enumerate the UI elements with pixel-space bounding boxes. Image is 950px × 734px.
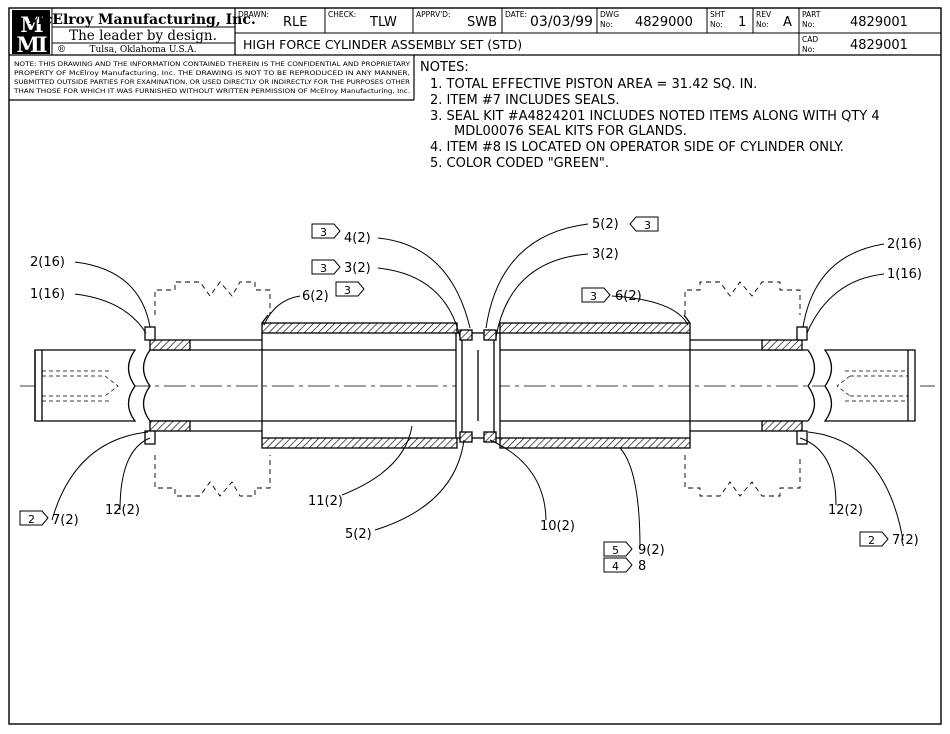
notes-heading: NOTES: <box>420 60 469 75</box>
flag-number: 3 <box>320 226 327 239</box>
title-fields: DRAWN: RLE CHECK: TLW APPRV'D: SWB DATE:… <box>238 10 908 54</box>
confidential-line: PROPERTY OF McElroy Manufacturing, Inc. … <box>14 70 410 77</box>
note-line: MDL00076 SEAL KITS FOR GLANDS. <box>454 124 687 139</box>
callout-11-2: 11(2) <box>308 494 343 509</box>
apprvd-value: SWB <box>467 15 497 30</box>
confidential-line: THAN THOSE FOR WHICH IT WAS FURNISHED WI… <box>13 88 410 95</box>
callout-3-2-left: 3(2) <box>344 261 371 276</box>
flag-marker <box>311 223 341 239</box>
drawn-value: RLE <box>283 15 308 30</box>
confidential-note: NOTE: THIS DRAWING AND THE INFORMATION C… <box>13 61 411 95</box>
sht-label-1: SHT <box>710 10 725 19</box>
flag-number: 2 <box>28 513 35 526</box>
note-line: 5. COLOR CODED "GREEN". <box>430 156 609 171</box>
piston-rod <box>142 349 816 422</box>
flag-marker <box>859 531 889 547</box>
flag-number: 2 <box>868 534 875 547</box>
flag-marker <box>19 510 49 526</box>
check-value: TLW <box>369 15 397 30</box>
callout-7-2-left: 7(2) <box>52 513 79 528</box>
dwg-label-1: DWG <box>600 10 619 19</box>
callout-5-2-bottom: 5(2) <box>345 527 372 542</box>
cylinder-drawing <box>20 281 935 497</box>
flag-marker <box>603 541 633 557</box>
flag-number: 4 <box>612 560 619 573</box>
callout-12-2-right: 12(2) <box>828 503 863 518</box>
check-label: CHECK: <box>328 10 356 19</box>
note-line: 3. SEAL KIT #A4824201 INCLUDES NOTED ITE… <box>430 109 880 124</box>
callout-1-16-left: 1(16) <box>30 287 65 302</box>
rev-value: A <box>783 15 792 30</box>
flag-marker <box>603 557 633 573</box>
part-value: 4829001 <box>850 15 908 30</box>
svg-text:MI: MI <box>16 32 46 57</box>
cad-value: 4829001 <box>850 38 908 53</box>
callout-7-2-right: 7(2) <box>892 533 919 548</box>
company-location: Tulsa, Oklahoma U.S.A. <box>89 45 196 55</box>
callout-8: 8 <box>638 559 646 574</box>
dwg-label-2: No: <box>600 20 613 29</box>
mmi-logo: M MI <box>12 10 50 57</box>
registered-mark: ® <box>57 45 66 55</box>
part-label-2: No: <box>802 20 815 29</box>
confidential-line: SUBMITTED OUTSIDE PARTIES FOR EXAMINATIO… <box>14 79 411 86</box>
date-label: DATE: <box>505 10 527 19</box>
callout-12-2-left: 12(2) <box>105 503 140 518</box>
rod-end-left <box>34 349 137 422</box>
callout-labels: 3 3 3 3 3 2 5 4 2 2(16) 1(16) 6(2) 4(2) … <box>19 216 922 574</box>
cad-label-1: CAD <box>802 35 818 44</box>
rev-label-1: REV <box>756 10 772 19</box>
sht-value: 1 <box>738 15 746 30</box>
company-tagline: The leader by design. <box>69 28 217 44</box>
flag-number: 5 <box>612 544 619 557</box>
callout-9-2: 9(2) <box>638 543 665 558</box>
flag-number: 3 <box>644 219 651 232</box>
cylinder-barrel-right <box>499 314 691 449</box>
confidential-line: NOTE: THIS DRAWING AND THE INFORMATION C… <box>14 61 410 68</box>
callout-6-2-right: 6(2) <box>615 289 642 304</box>
company-name: McElroy Manufacturing, Inc. <box>28 12 255 28</box>
flag-number: 3 <box>590 290 597 303</box>
callout-3-2-right: 3(2) <box>592 247 619 262</box>
callout-6-2-left: 6(2) <box>302 289 329 304</box>
callout-2-16-right: 2(16) <box>887 237 922 252</box>
callout-5-2-top: 5(2) <box>592 217 619 232</box>
apprvd-label: APPRV'D: <box>416 10 450 19</box>
gland-right <box>690 326 808 445</box>
tie-rods <box>154 281 801 497</box>
drawing-title: HIGH FORCE CYLINDER ASSEMBLY SET (STD) <box>243 37 522 52</box>
callout-2-16-left: 2(16) <box>30 255 65 270</box>
svg-text:M: M <box>20 12 43 37</box>
part-label-1: PART <box>802 10 821 19</box>
callout-1-16-right: 1(16) <box>887 267 922 282</box>
notes-block: NOTES: 1. TOTAL EFFECTIVE PISTON AREA = … <box>420 60 880 171</box>
flag-marker <box>581 287 611 303</box>
leader-lines <box>51 223 904 549</box>
flag-number: 3 <box>320 262 327 275</box>
note-line: 1. TOTAL EFFECTIVE PISTON AREA = 31.42 S… <box>430 77 757 92</box>
date-value: 03/03/99 <box>530 14 593 30</box>
callout-10-2: 10(2) <box>540 519 575 534</box>
title-block <box>8 7 942 725</box>
rod-end-right <box>823 349 916 422</box>
rev-label-2: No: <box>756 20 769 29</box>
callout-4-2: 4(2) <box>344 231 371 246</box>
sht-label-2: No: <box>710 20 723 29</box>
cylinder-barrel-left <box>261 314 458 449</box>
gland-left <box>144 326 262 445</box>
drawn-label: DRAWN: <box>238 10 269 19</box>
flag-marker <box>311 259 341 275</box>
flag-marker <box>335 281 365 297</box>
flag-marker <box>629 216 659 232</box>
note-line: 4. ITEM #8 IS LOCATED ON OPERATOR SIDE O… <box>430 140 844 155</box>
flag-number: 3 <box>344 284 351 297</box>
cad-label-2: No: <box>802 45 815 54</box>
note-line: 2. ITEM #7 INCLUDES SEALS. <box>430 93 620 108</box>
piston-assembly <box>455 329 501 443</box>
dwg-value: 4829000 <box>635 15 693 30</box>
